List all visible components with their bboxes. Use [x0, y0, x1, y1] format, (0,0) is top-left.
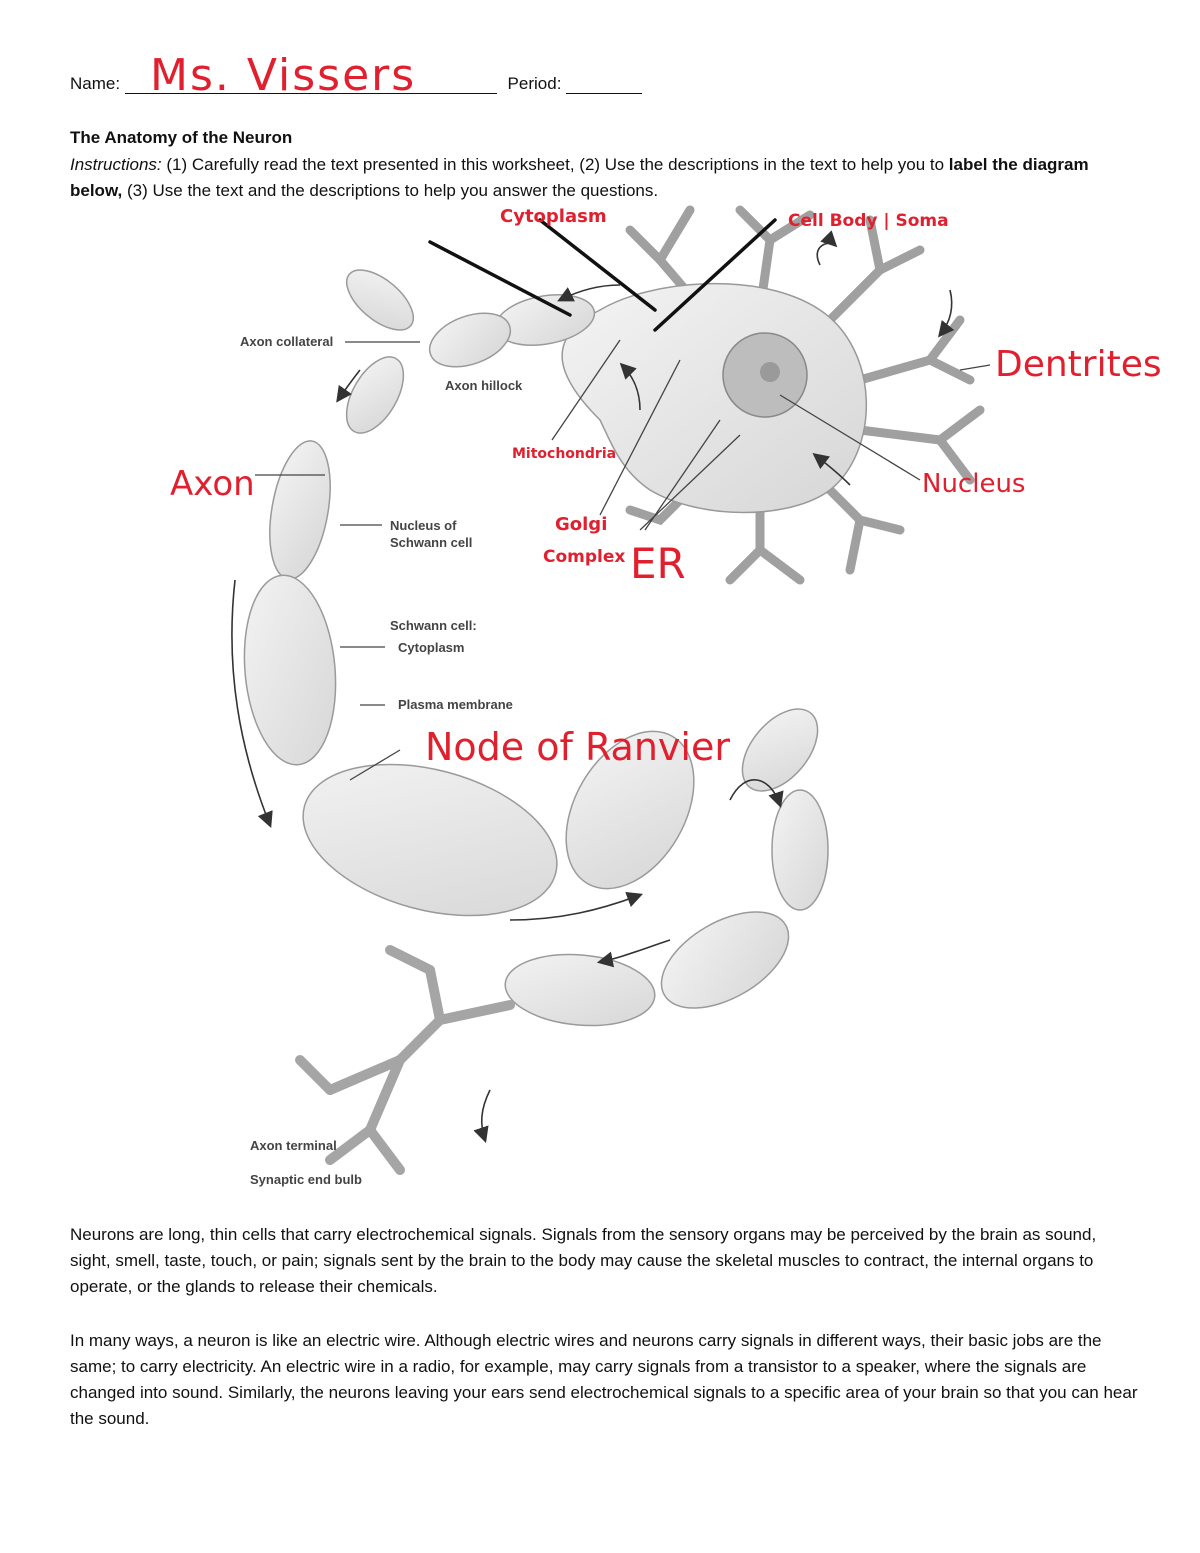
body-paragraph-1: Neurons are long, thin cells that carry …	[70, 1222, 1140, 1300]
axon-segments	[243, 269, 829, 1027]
period-line	[566, 93, 643, 94]
instructions-part2: (3) Use the text and the descriptions to…	[122, 181, 659, 200]
name-label: Name:	[70, 74, 121, 93]
label-nucleus-schwann-1: Nucleus of	[390, 518, 457, 533]
instructions-part1: (1) Carefully read the text presented in…	[161, 155, 949, 174]
handwritten-leaders	[428, 218, 777, 332]
handwritten-name: Ms. Vissers	[150, 50, 417, 101]
label-axon-terminal: Axon terminal	[250, 1138, 337, 1153]
hw-cell-body: Cell Body | Soma	[788, 211, 949, 231]
hw-axon: Axon	[170, 464, 255, 504]
hw-cytoplasm: Cytoplasm	[500, 206, 607, 227]
paragraph-text: Neurons are long, thin cells that carry …	[70, 1225, 1097, 1296]
label-cytoplasm: Cytoplasm	[398, 640, 464, 655]
label-nucleus-schwann-2: Schwann cell	[390, 535, 472, 550]
hw-node-of-ranvier: Node of Ranvier	[425, 725, 730, 769]
nucleolus	[760, 362, 780, 382]
label-axon-hillock: Axon hillock	[445, 378, 523, 393]
worksheet-title: The Anatomy of the Neuron	[70, 128, 293, 147]
header-row: Name: Period:	[70, 74, 643, 94]
instructions-bold: label the diagram below,	[70, 155, 1089, 200]
period-label: Period:	[507, 74, 562, 93]
body-paragraph-2: In many ways, a neuron is like an electr…	[70, 1328, 1140, 1432]
hw-golgi-1: Golgi	[555, 514, 607, 535]
hw-er: ER	[630, 539, 686, 588]
hw-dentrites: Dentrites	[995, 344, 1162, 385]
printed-leaders	[340, 341, 420, 706]
paragraph-text: In many ways, a neuron is like an electr…	[70, 1331, 1138, 1428]
flow-arrows	[231, 230, 955, 1144]
label-schwann-cell: Schwann cell:	[390, 618, 477, 633]
hw-golgi-2: Complex	[543, 547, 625, 567]
name-line	[124, 93, 497, 94]
hw-nucleus: Nucleus	[922, 469, 1025, 499]
cell-body	[561, 282, 867, 514]
neuron-diagram: Axon collateral Axon hillock Nucleus of …	[170, 205, 1162, 1187]
handwritten-pointers	[255, 339, 991, 781]
axon-terminals	[295, 945, 515, 1175]
instructions: Instructions: (1) Carefully read the tex…	[70, 152, 1140, 204]
label-axon-collateral: Axon collateral	[240, 334, 333, 349]
label-synaptic-end-bulb: Synaptic end bulb	[250, 1172, 362, 1187]
instructions-lead: Instructions:	[70, 155, 162, 174]
label-plasma-membrane: Plasma membrane	[398, 697, 513, 712]
hw-mitochondria: Mitochondria	[512, 446, 616, 462]
